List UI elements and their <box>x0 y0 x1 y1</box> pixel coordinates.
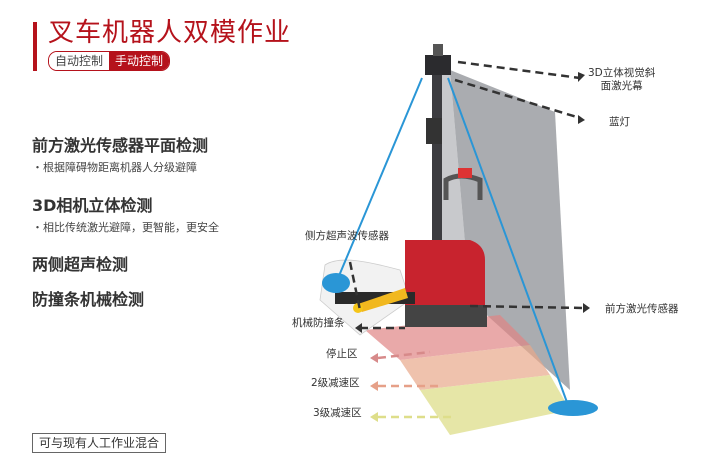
mixed-operation-badge: 可与现有人工作业混合 <box>32 433 167 453</box>
mast <box>432 70 442 310</box>
feature-subtitle: ・根据障碍物距离机器人分级避障 <box>32 161 197 174</box>
callout-front-laser: 前方激光传感器 <box>605 303 679 315</box>
feature-title: 两侧超声检测 <box>32 255 129 274</box>
bumper-beam <box>355 288 408 312</box>
slow3-zone <box>420 375 570 435</box>
control-box <box>426 118 442 144</box>
mast-top <box>433 44 443 56</box>
camera-head <box>425 55 451 75</box>
ultrasonic-beam <box>335 77 423 284</box>
tiller-head <box>458 168 472 178</box>
zone-stop-label: 停止区 <box>326 348 358 360</box>
page-title: 叉车机器人双模作业 <box>48 18 292 48</box>
feature-ultrasonic: 两侧超声检测 <box>32 255 128 275</box>
title-accent-bar <box>33 22 37 71</box>
callout-3d-camera-line2: 面激光幕 <box>600 80 643 92</box>
bumper-sensor <box>353 303 363 313</box>
callout-3d-camera: 3D立体视觉斜 面激光幕 <box>588 67 655 93</box>
mode-auto-button[interactable]: 自动控制 <box>49 52 110 70</box>
slow2-zone <box>400 345 550 390</box>
callout-side-ultrasonic: 侧方超声波传感器 <box>305 230 389 242</box>
front-laser-beam <box>447 77 569 406</box>
laser-curtain-front <box>450 70 570 390</box>
callout-blue-light: 蓝灯 <box>609 116 630 128</box>
zone-slow2-label: 2级减速区 <box>311 377 360 389</box>
mode-manual-button[interactable]: 手动控制 <box>109 52 170 70</box>
front-laser-spot <box>548 400 598 416</box>
forklift-body <box>405 240 485 325</box>
callout-3d-camera-line1: 3D立体视觉斜 <box>588 67 656 79</box>
feature-bumper: 防撞条机械检测 <box>32 290 144 310</box>
forklift-base <box>405 305 487 327</box>
mode-switch[interactable]: 自动控制 手动控制 <box>48 51 171 71</box>
feature-title: 防撞条机械检测 <box>32 290 145 309</box>
feature-front-laser: 前方激光传感器平面检测 ・根据障碍物距离机器人分级避障 <box>32 136 208 176</box>
feature-title: 前方激光传感器平面检测 <box>32 136 209 155</box>
zone-slow3-label: 3级减速区 <box>313 407 362 419</box>
feature-title: 3D相机立体检测 <box>32 196 153 215</box>
feature-3d-camera: 3D相机立体检测 ・相比传统激光避障，更智能，更安全 <box>32 196 219 236</box>
feature-subtitle: ・相比传统激光避障，更智能，更安全 <box>32 221 219 234</box>
callout-bumper: 机械防撞条 <box>292 317 345 329</box>
